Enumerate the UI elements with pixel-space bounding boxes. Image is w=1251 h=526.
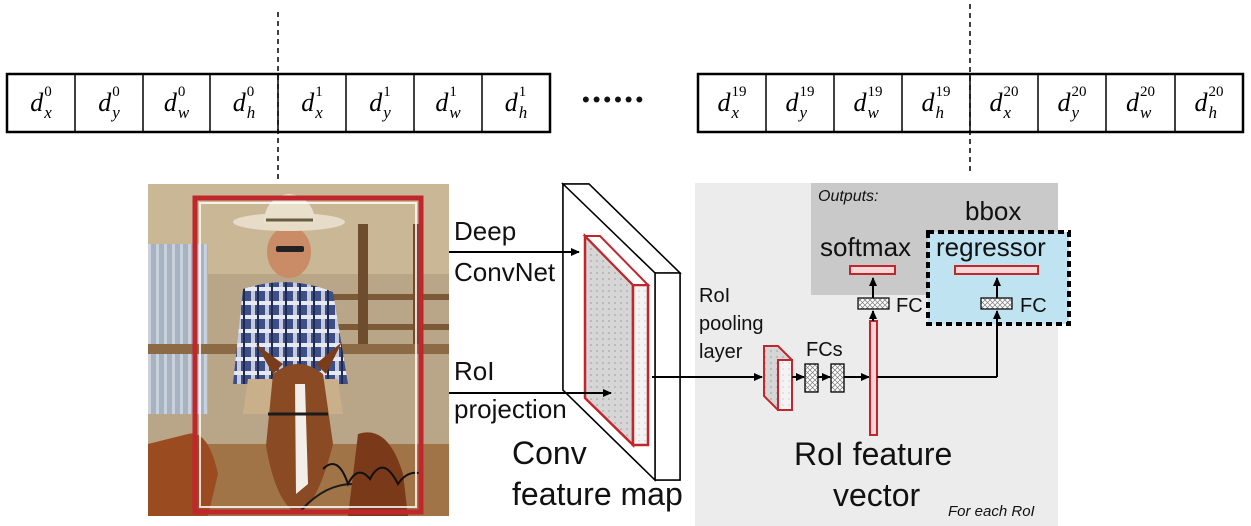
symbol-base: d [301,88,315,117]
symbol-base: d [1057,88,1071,117]
symbol-subscript: w [1140,103,1152,122]
symbol-base: d [853,88,867,117]
symbol-superscript: 20 [1140,84,1155,100]
ellipsis: •••••• [582,87,647,112]
symbol-superscript: 0 [177,84,186,100]
bbox-output-bar [954,265,1039,275]
symbol-superscript: 19 [867,84,883,100]
symbol-superscript: 0 [246,84,255,100]
symbol-subscript: y [799,103,808,122]
symbol-base: d [30,88,44,117]
roi-feature-vector-bar [869,320,878,436]
symbol-superscript: 1 [315,84,323,100]
symbol-base: d [785,88,799,117]
label-roi: RoI [454,356,495,386]
label-feature-map: feature map [512,476,683,512]
label-outputs: Outputs: [818,188,879,205]
input-image [148,184,449,516]
symbol-base: d [232,88,246,117]
label-convnet: ConvNet [454,257,556,287]
label-fc-right: FC [1020,295,1047,317]
symbol-base: d [717,88,731,117]
fc-bbox-box [980,297,1013,310]
fc-block-2 [830,363,845,393]
symbol-subscript: y [1071,103,1080,122]
symbol-subscript: y [383,103,391,122]
symbol-superscript: 1 [518,84,527,100]
label-roi-pooling-2: pooling [699,313,764,335]
symbol-subscript: x [315,103,323,122]
symbol-superscript: 20 [1208,84,1224,100]
symbol-subscript: x [731,103,740,122]
symbol-subscript: x [1003,103,1012,122]
label-roi-pooling-3: layer [699,341,743,363]
symbol-subscript: w [867,103,879,122]
fc-softmax-box [857,297,890,310]
symbol-superscript: 20 [1071,84,1087,100]
symbol-superscript: 1 [449,84,457,100]
symbol-base: d [1194,88,1208,117]
symbol-base: d [989,88,1003,117]
label-roi-pooling-1: RoI [699,285,731,307]
label-vector: vector [833,477,921,513]
symbol-subscript: h [246,103,256,122]
symbol-base: d [98,88,112,117]
label-regressor: regressor [936,232,1046,262]
fc-block-1 [804,363,819,393]
symbol-subscript: w [449,103,461,122]
symbol-subscript: h [935,103,945,122]
label-deep: Deep [454,216,517,246]
cowboy-photo-illustration [148,184,449,516]
symbol-superscript: 0 [44,84,52,100]
symbol-subscript: h [1208,103,1218,122]
symbol-superscript: 19 [935,84,951,100]
symbol-superscript: 0 [112,84,120,100]
label-roi-feature: RoI feature [794,436,953,472]
symbol-superscript: 20 [1003,84,1019,100]
symbol-superscript: 1 [383,84,391,100]
symbol-subscript: h [518,103,528,122]
symbol-base: d [163,88,177,117]
softmax-output-bar [849,265,896,275]
roi-bounding-box [192,195,424,515]
label-projection: projection [454,394,567,424]
label-fc-left: FC [896,295,923,317]
label-softmax: softmax [820,232,912,262]
symbol-superscript: 19 [731,84,747,100]
symbol-superscript: 19 [799,84,815,100]
conv-feature-map [561,182,682,482]
label-bbox: bbox [965,196,1022,226]
roi-pooling-block [763,345,793,411]
label-fcs: FCs [806,339,843,361]
symbol-base: d [921,88,935,117]
symbol-base: d [435,88,449,117]
symbol-subscript: w [177,103,190,122]
symbol-subscript: x [44,103,52,122]
symbol-base: d [1126,88,1139,117]
label-for-each-roi: For each RoI [948,503,1035,520]
label-conv: Conv [512,435,587,471]
symbol-base: d [504,88,518,117]
symbol-subscript: y [112,103,120,122]
symbol-base: d [369,88,383,117]
